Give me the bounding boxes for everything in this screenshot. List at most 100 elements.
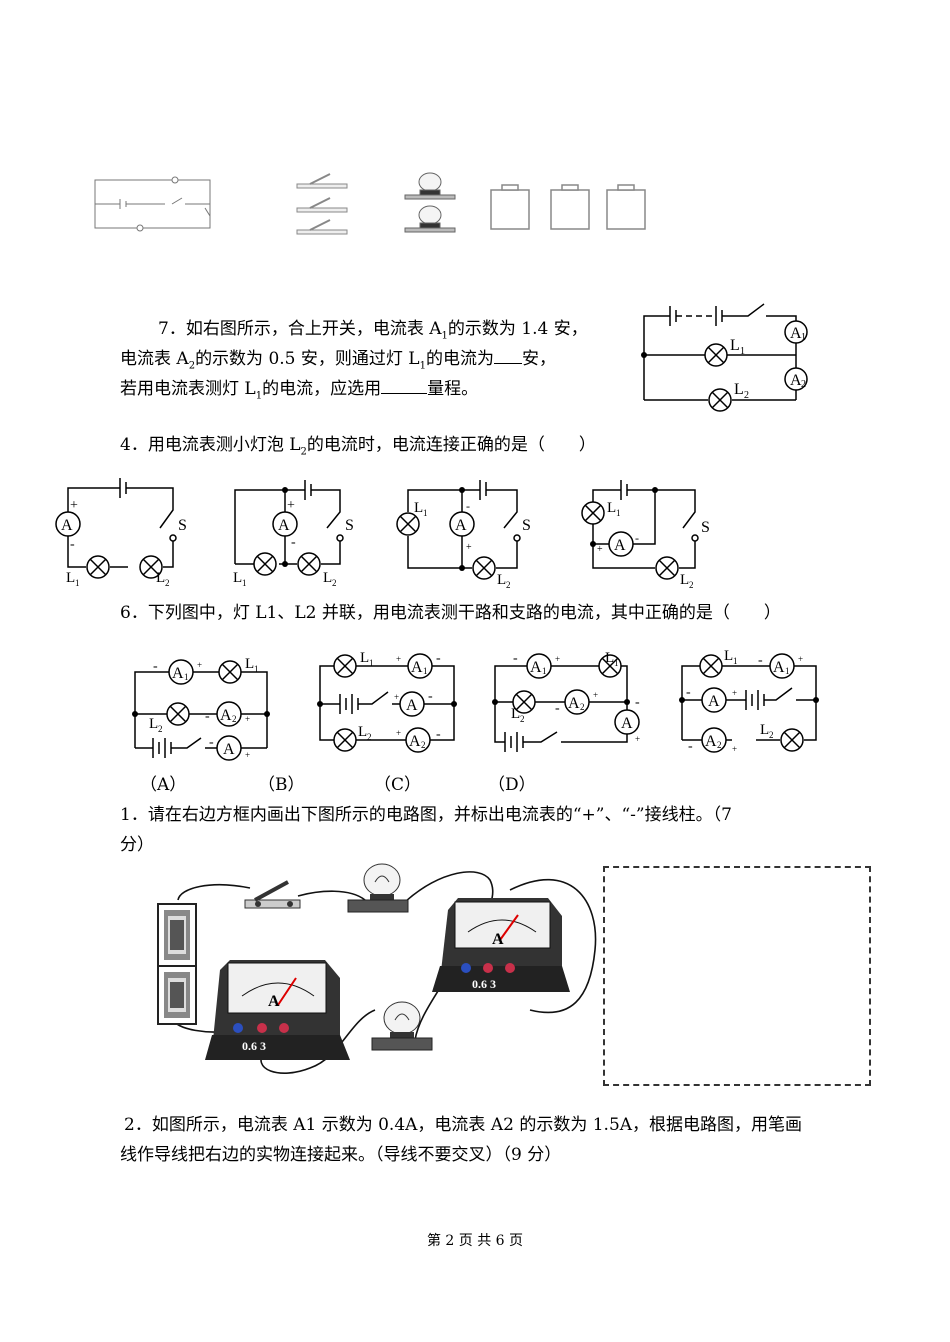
svg-text:L: L [497, 572, 506, 588]
svg-text:2: 2 [580, 702, 585, 712]
svg-text:+: + [396, 728, 401, 738]
svg-text:1: 1 [785, 666, 790, 676]
svg-text:+: + [245, 750, 250, 760]
svg-text:-: - [436, 651, 441, 666]
svg-text:A: A [61, 517, 73, 534]
q2-line-1: 2．如图所示，电流表 A1 示数为 0.4A，电流表 A2 的示数为 1.5A，… [124, 1115, 803, 1135]
q7-lamp-l1 [704, 343, 728, 367]
svg-text:+: + [635, 734, 640, 744]
top-bulbs-figure [404, 172, 456, 233]
svg-text:+: + [287, 498, 295, 513]
svg-text:1: 1 [801, 332, 806, 343]
svg-text:-: - [70, 537, 75, 552]
svg-text:1: 1 [616, 508, 621, 518]
svg-text:1: 1 [423, 508, 428, 518]
svg-text:+: + [798, 654, 803, 664]
q7-answer-blank-1[interactable] [493, 345, 522, 364]
svg-text:+: + [597, 544, 603, 555]
svg-text:0.6 3: 0.6 3 [472, 977, 496, 991]
svg-text:-: - [635, 531, 639, 545]
svg-text:1: 1 [614, 658, 619, 668]
q7-lamp-l2 [708, 388, 732, 412]
svg-text:L: L [605, 650, 614, 666]
svg-text:L: L [360, 650, 369, 666]
svg-text:-: - [153, 659, 158, 674]
svg-text:-: - [428, 689, 433, 704]
svg-text:+: + [396, 654, 401, 664]
svg-text:-: - [758, 653, 763, 668]
svg-text:A: A [172, 665, 184, 682]
battery-2 [157, 965, 197, 1025]
svg-text:-: - [205, 709, 210, 724]
svg-text:A: A [568, 695, 580, 712]
svg-text:A: A [411, 659, 423, 676]
svg-text:-: - [513, 651, 518, 666]
svg-text:L: L [245, 656, 254, 672]
svg-text:-: - [686, 685, 691, 700]
svg-text:S: S [522, 517, 531, 534]
q7-ammeter-a2 [784, 367, 808, 391]
svg-text:A: A [268, 993, 280, 1010]
svg-text:1: 1 [184, 672, 189, 682]
q1-line-2: 分） [120, 835, 154, 855]
svg-text:1: 1 [369, 658, 374, 668]
knife-switch [244, 880, 301, 909]
svg-text:2: 2 [744, 390, 749, 401]
battery-1 [157, 903, 197, 967]
svg-text:2: 2 [158, 724, 163, 734]
svg-text:A: A [705, 733, 717, 750]
svg-text:-: - [635, 695, 640, 710]
q7-answer-blank-2[interactable] [381, 375, 428, 394]
top-circuit-diagram [94, 176, 211, 232]
svg-text:A: A [455, 517, 467, 534]
svg-text:2: 2 [689, 580, 694, 590]
svg-text:2: 2 [421, 740, 426, 750]
q6-option-c-label[interactable]: （C） [374, 775, 422, 795]
svg-text:2: 2 [165, 578, 170, 588]
svg-text:+: + [245, 714, 250, 724]
svg-text:A: A [223, 741, 235, 758]
svg-text:L: L [724, 648, 733, 664]
svg-text:2: 2 [769, 730, 774, 740]
svg-text:A: A [708, 693, 720, 710]
bulb-bottom [371, 1001, 433, 1051]
svg-text:A: A [621, 715, 633, 732]
svg-text:+: + [197, 660, 202, 670]
svg-text:-: - [291, 535, 296, 550]
svg-text:L: L [760, 722, 769, 738]
svg-text:1: 1 [423, 666, 428, 676]
svg-text:1: 1 [542, 666, 547, 676]
svg-text:S: S [178, 517, 187, 534]
q6-option-a-label[interactable]: （A） [140, 775, 187, 795]
svg-text:L: L [233, 570, 242, 586]
svg-text:S: S [345, 517, 354, 534]
q6-option-d-label[interactable]: （D） [488, 775, 536, 795]
svg-text:A: A [773, 659, 785, 676]
svg-text:L: L [414, 500, 423, 516]
svg-text:1: 1 [242, 578, 247, 588]
page-footer: 第 2 页 共 6 页 [426, 1233, 524, 1249]
q1-drawing-answer-box[interactable] [603, 866, 871, 1086]
svg-text:1: 1 [75, 578, 80, 588]
svg-text:1: 1 [254, 664, 259, 674]
svg-text:A: A [220, 707, 232, 724]
svg-text:2: 2 [506, 580, 511, 590]
svg-text:L: L [323, 570, 332, 586]
q6-option-b-label[interactable]: （B） [258, 775, 305, 795]
q7-label-l2: L [734, 381, 744, 398]
svg-text:A: A [409, 733, 421, 750]
svg-text:0.6 3: 0.6 3 [242, 1039, 266, 1053]
svg-text:+: + [70, 498, 78, 513]
svg-text:+: + [593, 690, 598, 700]
svg-text:L: L [66, 570, 75, 586]
svg-text:L: L [149, 716, 158, 732]
svg-text:+: + [732, 688, 737, 698]
svg-text:-: - [555, 701, 560, 716]
